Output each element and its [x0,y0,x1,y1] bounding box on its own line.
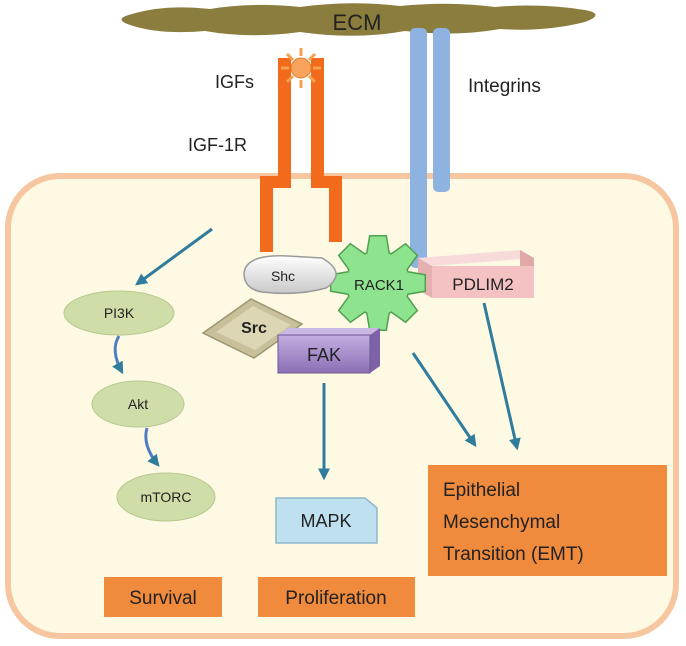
integrin-receptor [410,28,450,268]
pi3k-label: PI3K [104,305,135,321]
igf1r-receptor [260,58,342,252]
proliferation-label: Proliferation [285,588,386,609]
arrow-rack1-to-emt [411,352,477,447]
rack1-label: RACK1 [354,277,404,294]
emt-label-line1: Epithelial [443,480,520,501]
pdlim2-label: PDLIM2 [452,275,513,294]
emt-label-line2: Mesenchymal [443,512,560,533]
fak-node: FAK [277,328,380,374]
mtorc-node: mTORC [116,472,216,522]
src-node: Src [201,298,304,359]
src-label: Src [241,320,267,337]
integrins-label: Integrins [468,76,541,97]
pdlim2-node: PDLIM2 [418,250,534,298]
arrow-igf1r-to-pi3k [135,227,213,286]
igfs-label: IGFs [215,72,254,92]
shc-node: Shc [243,255,337,295]
arrow-pi3k-to-akt [112,335,124,375]
mapk-label: MAPK [300,511,351,531]
arrow-akt-to-mtorc [144,427,160,467]
akt-label: Akt [128,396,148,412]
ecm-layer: ECM [121,3,596,36]
arrow-pdlim2-to-emt [482,302,521,451]
shc-label: Shc [271,268,295,284]
mtorc-label: mTORC [140,489,191,505]
emt-box: Epithelial Mesenchymal Transition (EMT) [428,465,667,576]
fak-label: FAK [307,345,341,365]
akt-node: Akt [91,380,185,428]
ecm-label: ECM [333,10,382,35]
igf-ligand-icon [281,48,321,88]
pi3k-node: PI3K [63,290,175,336]
mapk-node: MAPK [275,497,378,544]
survival-label: Survival [129,588,197,609]
proliferation-box: Proliferation [258,577,415,617]
survival-box: Survival [104,577,222,617]
emt-label-line3: Transition (EMT) [443,544,584,565]
igf1r-label: IGF-1R [188,135,247,155]
rack1-node: RACK1 [329,234,427,332]
